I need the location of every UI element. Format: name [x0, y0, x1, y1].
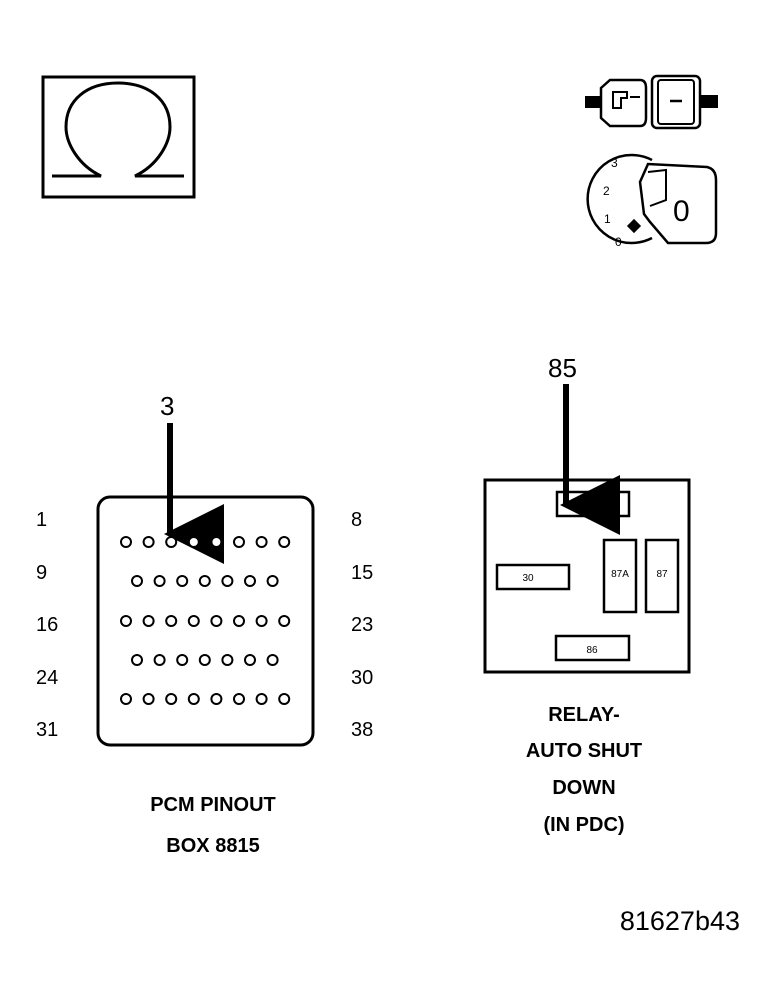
pcm-pin [244, 575, 256, 587]
pcm-pin [142, 693, 155, 705]
pcm-right-label: 15 [351, 562, 373, 584]
connector-icon [585, 74, 718, 130]
pcm-pin [165, 536, 178, 548]
relay-terminal-label: 86 [586, 645, 598, 656]
pcm-pin [187, 536, 200, 548]
pcm-pin [131, 575, 143, 587]
relay-terminal-86 [554, 634, 631, 662]
pcm-pin [221, 654, 234, 666]
pcm-pin [255, 615, 268, 627]
pcm-pin [176, 575, 189, 587]
pcm-pin [266, 575, 279, 587]
pcm-left-label: 31 [36, 719, 58, 741]
pcm-pin [120, 615, 132, 627]
omega-icon [52, 81, 184, 178]
pcm-pin [165, 693, 178, 705]
relay-caption-line: RELAY- [548, 704, 620, 726]
pcm-right-label: 23 [351, 614, 373, 636]
pcm-pin [120, 693, 132, 705]
pcm-left-label: 16 [36, 614, 58, 636]
pcm-pin [142, 615, 155, 627]
pcm-pin [210, 615, 223, 627]
relay-pointer-label: 85 [548, 353, 577, 383]
relay-terminal-label: 30 [522, 573, 534, 584]
pcm-caption-line: PCM PINOUT [150, 794, 276, 816]
pcm-pin [187, 693, 200, 705]
pcm-pin [233, 693, 245, 705]
pcm-pin [176, 654, 189, 666]
pcm-pin [198, 654, 211, 666]
ignition-position-label: 2 [603, 184, 610, 198]
pcm-left-label: 1 [36, 509, 47, 531]
pcm-pin [210, 536, 223, 548]
pcm-pin [120, 536, 132, 548]
pcm-pinout: 3 1 9 16 24 31 8 15 23 30 38 PCM PINOUT … [36, 391, 373, 857]
ignition-position-label: 1 [604, 212, 611, 226]
pcm-right-label: 8 [351, 509, 362, 531]
relay-terminal-label: 85 [584, 500, 596, 511]
pcm-pin [221, 575, 234, 587]
relay-terminal-label: 87A [611, 569, 629, 580]
relay-terminal-30 [495, 563, 571, 591]
relay-caption-line: DOWN [552, 777, 615, 799]
pcm-pin [233, 536, 245, 548]
pcm-pin [187, 615, 200, 627]
pcm-pin [255, 536, 268, 548]
pcm-right-label: 38 [351, 719, 373, 741]
pcm-pin [142, 536, 155, 548]
pcm-caption-line: BOX 8815 [166, 835, 259, 857]
relay-caption-line: AUTO SHUT [526, 740, 642, 762]
pcm-pin [233, 615, 245, 627]
pcm-pin [210, 693, 223, 705]
relay-body [483, 478, 691, 674]
ohmmeter-symbol [41, 75, 196, 199]
pcm-pin [255, 693, 268, 705]
pcm-connector-body [96, 495, 315, 747]
pcm-pin [131, 654, 143, 666]
ohmmeter-frame [41, 75, 196, 199]
pcm-pin [153, 575, 166, 587]
pcm-pin [198, 575, 211, 587]
pcm-pin [165, 615, 178, 627]
pcm-pin [278, 693, 291, 705]
key-position-label: 0 [673, 195, 690, 228]
pcm-left-label: 9 [36, 562, 47, 584]
relay-terminal-87 [644, 538, 680, 614]
ignition-switch-icon: 3 2 1 0 0 [586, 153, 718, 249]
relay-auto-shut-down: 85 85 30 87A 87 86 RELAY- AUTO SHUT DOWN… [483, 353, 691, 836]
pcm-pin-grid [120, 536, 291, 705]
pcm-pin [278, 615, 291, 627]
pcm-pin [244, 654, 256, 666]
pcm-right-label: 30 [351, 667, 373, 689]
relay-terminal-87a [602, 538, 638, 614]
pcm-pin [278, 536, 291, 548]
pcm-pointer-label: 3 [160, 391, 174, 421]
ignition-position-label: 3 [611, 156, 618, 170]
figure-id: 81627b43 [620, 906, 740, 936]
relay-terminal-label: 87 [656, 569, 668, 580]
relay-terminal-85 [555, 490, 631, 518]
pcm-pin [153, 654, 166, 666]
pcm-pin [266, 654, 279, 666]
pcm-left-label: 24 [36, 667, 58, 689]
relay-caption-line: (IN PDC) [543, 814, 624, 836]
